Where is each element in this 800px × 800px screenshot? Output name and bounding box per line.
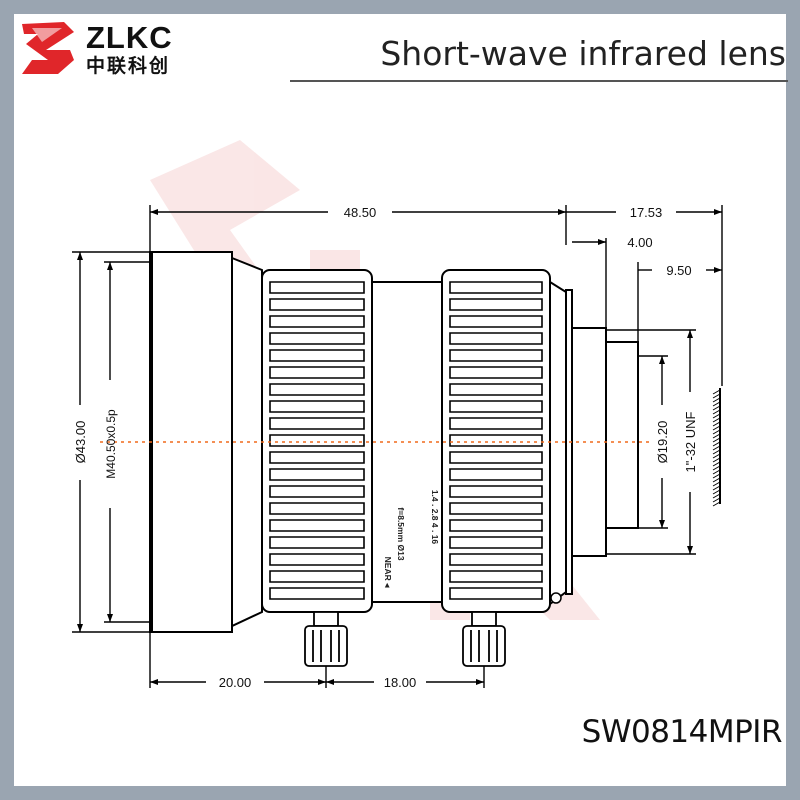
knurl-ridge: [449, 332, 543, 345]
dim-mount-thread: 1"-32 UNF: [683, 411, 698, 472]
sensor-hatch-line: [712, 497, 721, 503]
knurl-ridge: [269, 587, 365, 600]
sensor-plane: [712, 388, 721, 507]
dim-front-to-screw: 20.00: [219, 675, 252, 690]
aperture-scale: 1.4 . 2.8 4 . 16: [430, 490, 440, 545]
sensor-hatch-line: [712, 493, 721, 499]
knurl-ridge: [449, 383, 543, 396]
sensor-hatch-line: [712, 469, 721, 475]
knurl-ridge: [269, 315, 365, 328]
c-mount: [571, 327, 639, 557]
dim-screw-spacing: 18.00: [384, 675, 417, 690]
page-title: Short-wave infrared lens: [380, 34, 786, 73]
brand-subtitle: 中联科创: [86, 55, 171, 77]
knurl-ridge: [449, 366, 543, 379]
focus-ring: [261, 269, 373, 613]
sensor-hatch-line: [712, 425, 721, 431]
sensor-hatch-line: [712, 457, 721, 463]
sensor-hatch-line: [712, 413, 721, 419]
sensor-hatch-line: [712, 473, 721, 479]
knurl-ridge: [269, 570, 365, 583]
sensor-hatch-line: [712, 409, 721, 415]
sensor-hatch-line: [712, 449, 721, 455]
sensor-hatch-line: [712, 405, 721, 411]
set-screw: [550, 592, 562, 604]
sensor-hatch-line: [712, 485, 721, 491]
lock-screw-left: [304, 611, 348, 667]
knurl-ridge: [449, 451, 543, 464]
knurl-ridge: [269, 485, 365, 498]
knurl-ridge: [449, 502, 543, 515]
sensor-hatch-line: [712, 397, 721, 403]
knurl-ridge: [449, 553, 543, 566]
knurl-ridge: [269, 519, 365, 532]
knurl-ridge: [269, 298, 365, 311]
sensor-hatch-line: [712, 481, 721, 487]
dim-mount-length: 17.53: [630, 205, 663, 220]
model-name: SW0814MPIR: [581, 714, 783, 750]
knurl-ridge: [269, 366, 365, 379]
dim-thread-depth: 9.50: [666, 263, 691, 278]
sensor-hatch-line: [712, 501, 721, 507]
brand-name: ZLKC: [86, 20, 173, 55]
knurl-ridge: [449, 349, 543, 362]
knurl-ridge: [269, 383, 365, 396]
sensor-hatch-line: [712, 401, 721, 407]
dim-mount-diameter: Ø19.20: [655, 421, 670, 464]
sensor-hatch-line: [712, 429, 721, 435]
sensor-hatch-line: [712, 389, 721, 395]
sensor-hatch-line: [712, 477, 721, 483]
sensor-hatch-line: [712, 433, 721, 439]
sensor-hatch-line: [712, 445, 721, 451]
knurl-ridge: [449, 519, 543, 532]
sensor-hatch-line: [712, 489, 721, 495]
focus-label: NEAR ◂: [383, 557, 393, 588]
knurl-ridge: [269, 417, 365, 430]
knurl-ridge: [269, 536, 365, 549]
knurl-ridge: [269, 468, 365, 481]
knurl-ridge: [269, 451, 365, 464]
knurl-ridge: [269, 349, 365, 362]
sensor-hatch-line: [712, 421, 721, 427]
knurl-ridge: [269, 332, 365, 345]
knurl-ridge: [449, 417, 543, 430]
knurl-ridge: [269, 400, 365, 413]
sensor-hatch-line: [712, 453, 721, 459]
lock-screw-right: [462, 611, 506, 667]
focal-note: f=8.5mm Ø13: [396, 507, 406, 560]
sensor-hatch-line: [712, 437, 721, 443]
knurl-ridge: [449, 587, 543, 600]
knurl-ridge: [449, 281, 543, 294]
sensor-hatch-line: [712, 441, 721, 447]
sensor-hatch-line: [712, 417, 721, 423]
knurl-ridge: [449, 400, 543, 413]
rear-body: [549, 280, 573, 606]
sensor-hatch-line: [712, 465, 721, 471]
knurl-ridge: [269, 281, 365, 294]
dim-flange-step: 4.00: [627, 235, 652, 250]
knurl-ridge: [449, 298, 543, 311]
dimension-lines: [72, 205, 723, 688]
dim-filter-thread: M40.50x0.5p: [104, 409, 118, 479]
knurl-ridge: [449, 485, 543, 498]
dimension-arrows: [77, 209, 722, 685]
knurl-ridge: [449, 468, 543, 481]
title-underline: [290, 80, 788, 82]
sensor-hatch-line: [712, 461, 721, 467]
knurl-ridge: [449, 315, 543, 328]
brand-logo-icon: [22, 22, 74, 74]
sensor-hatch-line: [712, 393, 721, 399]
dim-overall-length: 48.50: [344, 205, 377, 220]
knurl-ridge: [269, 502, 365, 515]
iris-ring: [441, 269, 551, 613]
dim-front-diameter: Ø43.00: [73, 421, 88, 464]
knurl-ridge: [269, 553, 365, 566]
knurl-ridge: [449, 570, 543, 583]
knurl-ridge: [449, 536, 543, 549]
